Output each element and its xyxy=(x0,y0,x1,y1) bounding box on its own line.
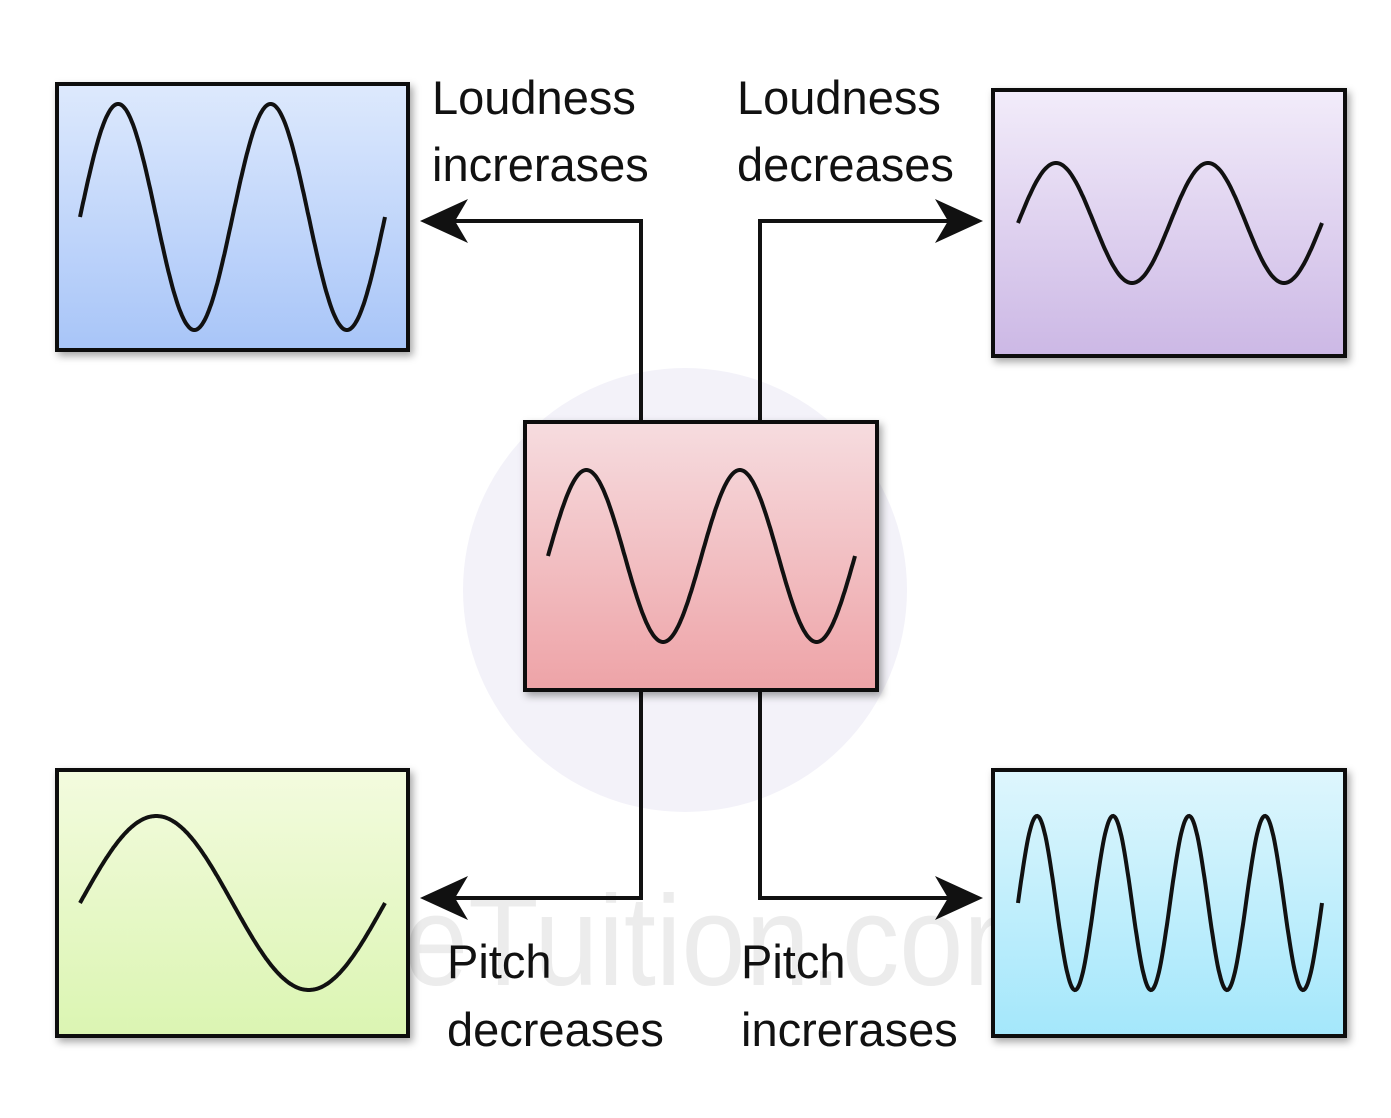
arrow-pitch-decreases xyxy=(440,690,643,900)
wave-box-lower-pitch xyxy=(55,768,410,1038)
sine-wave xyxy=(1016,813,1324,993)
arrow-loudness-increases xyxy=(440,219,643,422)
arrowhead-left-icon xyxy=(420,199,468,243)
label-loudness-increases-line1: Loudness xyxy=(432,71,636,124)
arrowhead-right-icon xyxy=(935,876,983,920)
label-pitch-increases-line1: Pitch xyxy=(741,935,846,988)
wave-box-quieter xyxy=(991,88,1347,358)
label-loudness-decreases-line2: decreases xyxy=(737,138,954,191)
arrowhead-left-icon xyxy=(420,876,468,920)
label-loudness-increases-line2: increrases xyxy=(432,138,649,191)
label-pitch-decreases-line2: decreases xyxy=(447,1003,664,1056)
wave-box-original xyxy=(523,420,879,692)
arrow-loudness-decreases xyxy=(758,219,962,422)
label-pitch-decreases-line1: Pitch xyxy=(447,935,552,988)
label-pitch-increases-line2: increrases xyxy=(741,1003,958,1056)
sine-wave xyxy=(78,102,387,332)
arrowheads xyxy=(420,199,983,920)
connectors xyxy=(440,219,962,900)
sine-wave xyxy=(78,814,387,992)
sine-wave xyxy=(546,468,857,644)
wave-box-higher-pitch xyxy=(991,768,1347,1038)
arrowhead-right-icon xyxy=(935,199,983,243)
arrow-pitch-increases xyxy=(758,690,962,900)
wave-box-louder xyxy=(55,82,410,352)
label-loudness-decreases-line1: Loudness xyxy=(737,71,941,124)
sine-wave xyxy=(1016,161,1324,285)
